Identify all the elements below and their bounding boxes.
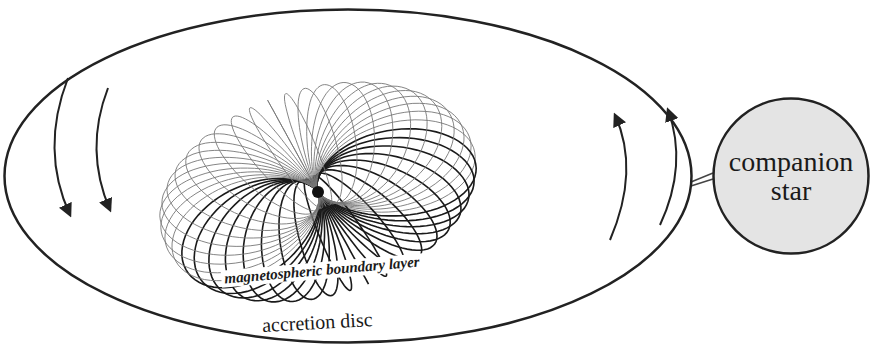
field-line — [186, 142, 320, 224]
field-line — [317, 160, 451, 242]
field-line — [316, 91, 442, 205]
field-line — [214, 125, 320, 214]
field-line — [162, 163, 319, 246]
node-label: accretion disc — [261, 308, 373, 337]
node-label: companion star — [727, 147, 855, 206]
field-line — [314, 82, 393, 203]
magnetic-field-lines — [160, 82, 476, 302]
node-outline — [3, 8, 693, 344]
field-line — [160, 168, 319, 255]
field-line — [317, 103, 464, 207]
field-line — [317, 96, 455, 205]
mass-transfer-stream — [691, 173, 713, 186]
accretion-disc: accretion disc — [3, 8, 693, 344]
field-line — [315, 83, 411, 203]
neutron-star — [312, 186, 324, 198]
disc-flow-arrows — [54, 78, 676, 240]
field-line — [311, 83, 374, 203]
companion-star: companion star — [712, 97, 870, 255]
